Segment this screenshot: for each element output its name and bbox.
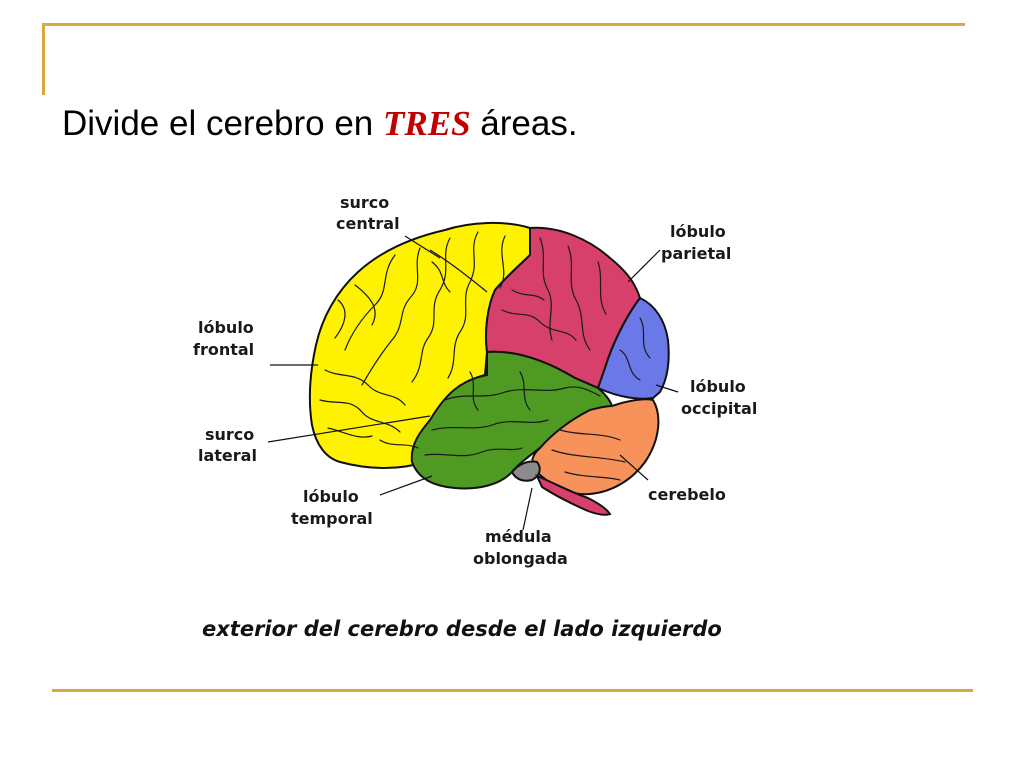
gyri-occipital [619, 317, 651, 381]
label-medula-oblongada: médula oblongada [473, 527, 568, 568]
label-lobulo-frontal-line2: frontal [193, 340, 254, 359]
label-surco-central-line2: central [336, 214, 400, 233]
label-lobulo-frontal: lóbulo frontal [193, 318, 259, 359]
label-surco-central-line1: surco [340, 193, 389, 212]
gyri-temporal [424, 371, 601, 457]
label-lobulo-temporal-line2: temporal [291, 509, 373, 528]
top-rule [42, 23, 965, 26]
label-surco-lateral: surco lateral [198, 425, 260, 465]
leader-lobulo-parietal [627, 249, 661, 283]
label-lobulo-occipital-line1: lóbulo [690, 377, 746, 396]
gyri-frontal [319, 231, 506, 449]
leader-surco-lateral [267, 415, 431, 443]
leader-cerebelo [619, 454, 649, 481]
pons [510, 460, 541, 482]
gyri-cerebellum [551, 429, 626, 481]
label-surco-lateral-line2: lateral [198, 446, 257, 465]
label-lobulo-parietal: lóbulo parietal [661, 222, 731, 263]
title-emphasis: TRES [383, 104, 471, 143]
title-text-before: Divide el cerebro en [62, 104, 383, 143]
leader-lobulo-occipital [655, 384, 679, 393]
leader-lobulo-temporal [379, 475, 433, 496]
leader-surco-central [404, 235, 441, 259]
label-cerebelo: cerebelo [648, 485, 726, 504]
label-lobulo-parietal-line2: parietal [661, 244, 731, 263]
label-surco-lateral-line1: surco [205, 425, 254, 444]
slide-title: Divide el cerebro en TRES áreas. [62, 104, 578, 144]
medulla-oblongata [535, 474, 612, 516]
label-medula-oblongada-line2: oblongada [473, 549, 568, 568]
label-lobulo-temporal: lóbulo temporal [291, 487, 373, 528]
label-lobulo-temporal-line1: lóbulo [303, 487, 359, 506]
label-lobulo-occipital-line2: occipital [681, 399, 757, 418]
leader-medula-oblongada [522, 487, 533, 531]
occipital-lobe [596, 296, 670, 400]
left-rule [42, 23, 45, 95]
label-cerebelo-line1: cerebelo [648, 485, 726, 504]
label-medula-oblongada-line1: médula [485, 527, 552, 546]
label-lobulo-occipital: lóbulo occipital [681, 377, 757, 418]
label-surco-central: surco central [336, 193, 400, 233]
label-lobulo-parietal-line1: lóbulo [670, 222, 726, 241]
central-sulcus-line [429, 249, 488, 293]
title-text-after: áreas. [470, 104, 578, 143]
gyri-parietal [501, 237, 607, 351]
label-lobulo-frontal-line1: lóbulo [198, 318, 254, 337]
diagram-caption: exterior del cerebro desde el lado izqui… [202, 617, 722, 641]
bottom-rule [52, 689, 973, 692]
